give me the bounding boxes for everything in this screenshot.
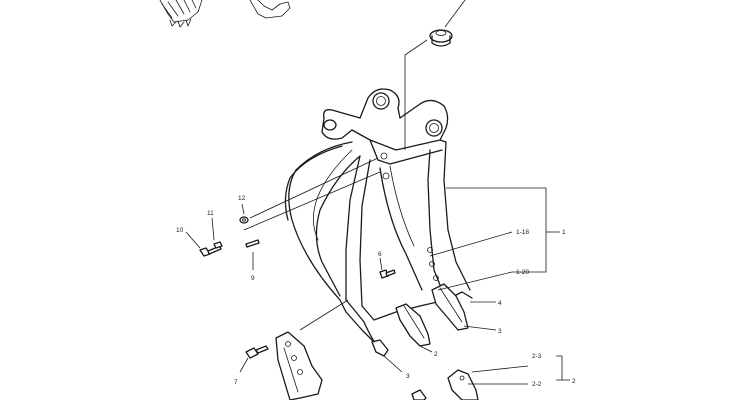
label-1-18: 1-18 (516, 229, 529, 236)
side-cutter-part (275, 331, 323, 400)
bushing-icon (429, 0, 466, 47)
label-1: 1 (562, 229, 566, 236)
tooth-part (411, 369, 479, 400)
pin-assembly (199, 157, 396, 359)
pin-axis-leader (243, 171, 381, 231)
adapter-parts (371, 283, 469, 357)
washer-icon (239, 216, 249, 224)
bucket-body (284, 139, 473, 351)
label-12: 12 (238, 195, 246, 202)
label-11: 11 (207, 210, 214, 217)
pin-axis-leader-2 (249, 157, 379, 219)
label-1-20: 1-20 (516, 269, 529, 276)
label-2-3: 2-3 (532, 353, 542, 360)
bushing-leader (404, 39, 428, 150)
mounting-lugs (321, 88, 449, 165)
label-4: 4 (498, 300, 502, 307)
label-10: 10 (176, 227, 184, 234)
label-7: 7 (234, 379, 238, 386)
label-9: 9 (251, 275, 255, 282)
label-leaders (185, 187, 570, 385)
nut-icon (213, 241, 223, 249)
label-2-2: 2-2 (532, 381, 542, 388)
label-6: 6 (378, 251, 382, 258)
tooth-thumbnail-icon (249, 0, 291, 19)
side-cutter-leader (299, 299, 349, 331)
label-2-group: 2 (572, 378, 576, 385)
part-labels: 1 1-18 1-20 4 3 2 3 2-3 2-2 2 6 7 9 10 1… (176, 195, 576, 388)
roll-pin-icon (245, 239, 260, 248)
label-3-right: 3 (498, 328, 502, 335)
label-3-left: 3 (406, 373, 410, 380)
label-2: 2 (434, 351, 438, 358)
bucket-thumbnail-icon (159, 0, 203, 28)
bolt-6-icon (379, 269, 396, 279)
bolt-7-icon (245, 345, 269, 359)
